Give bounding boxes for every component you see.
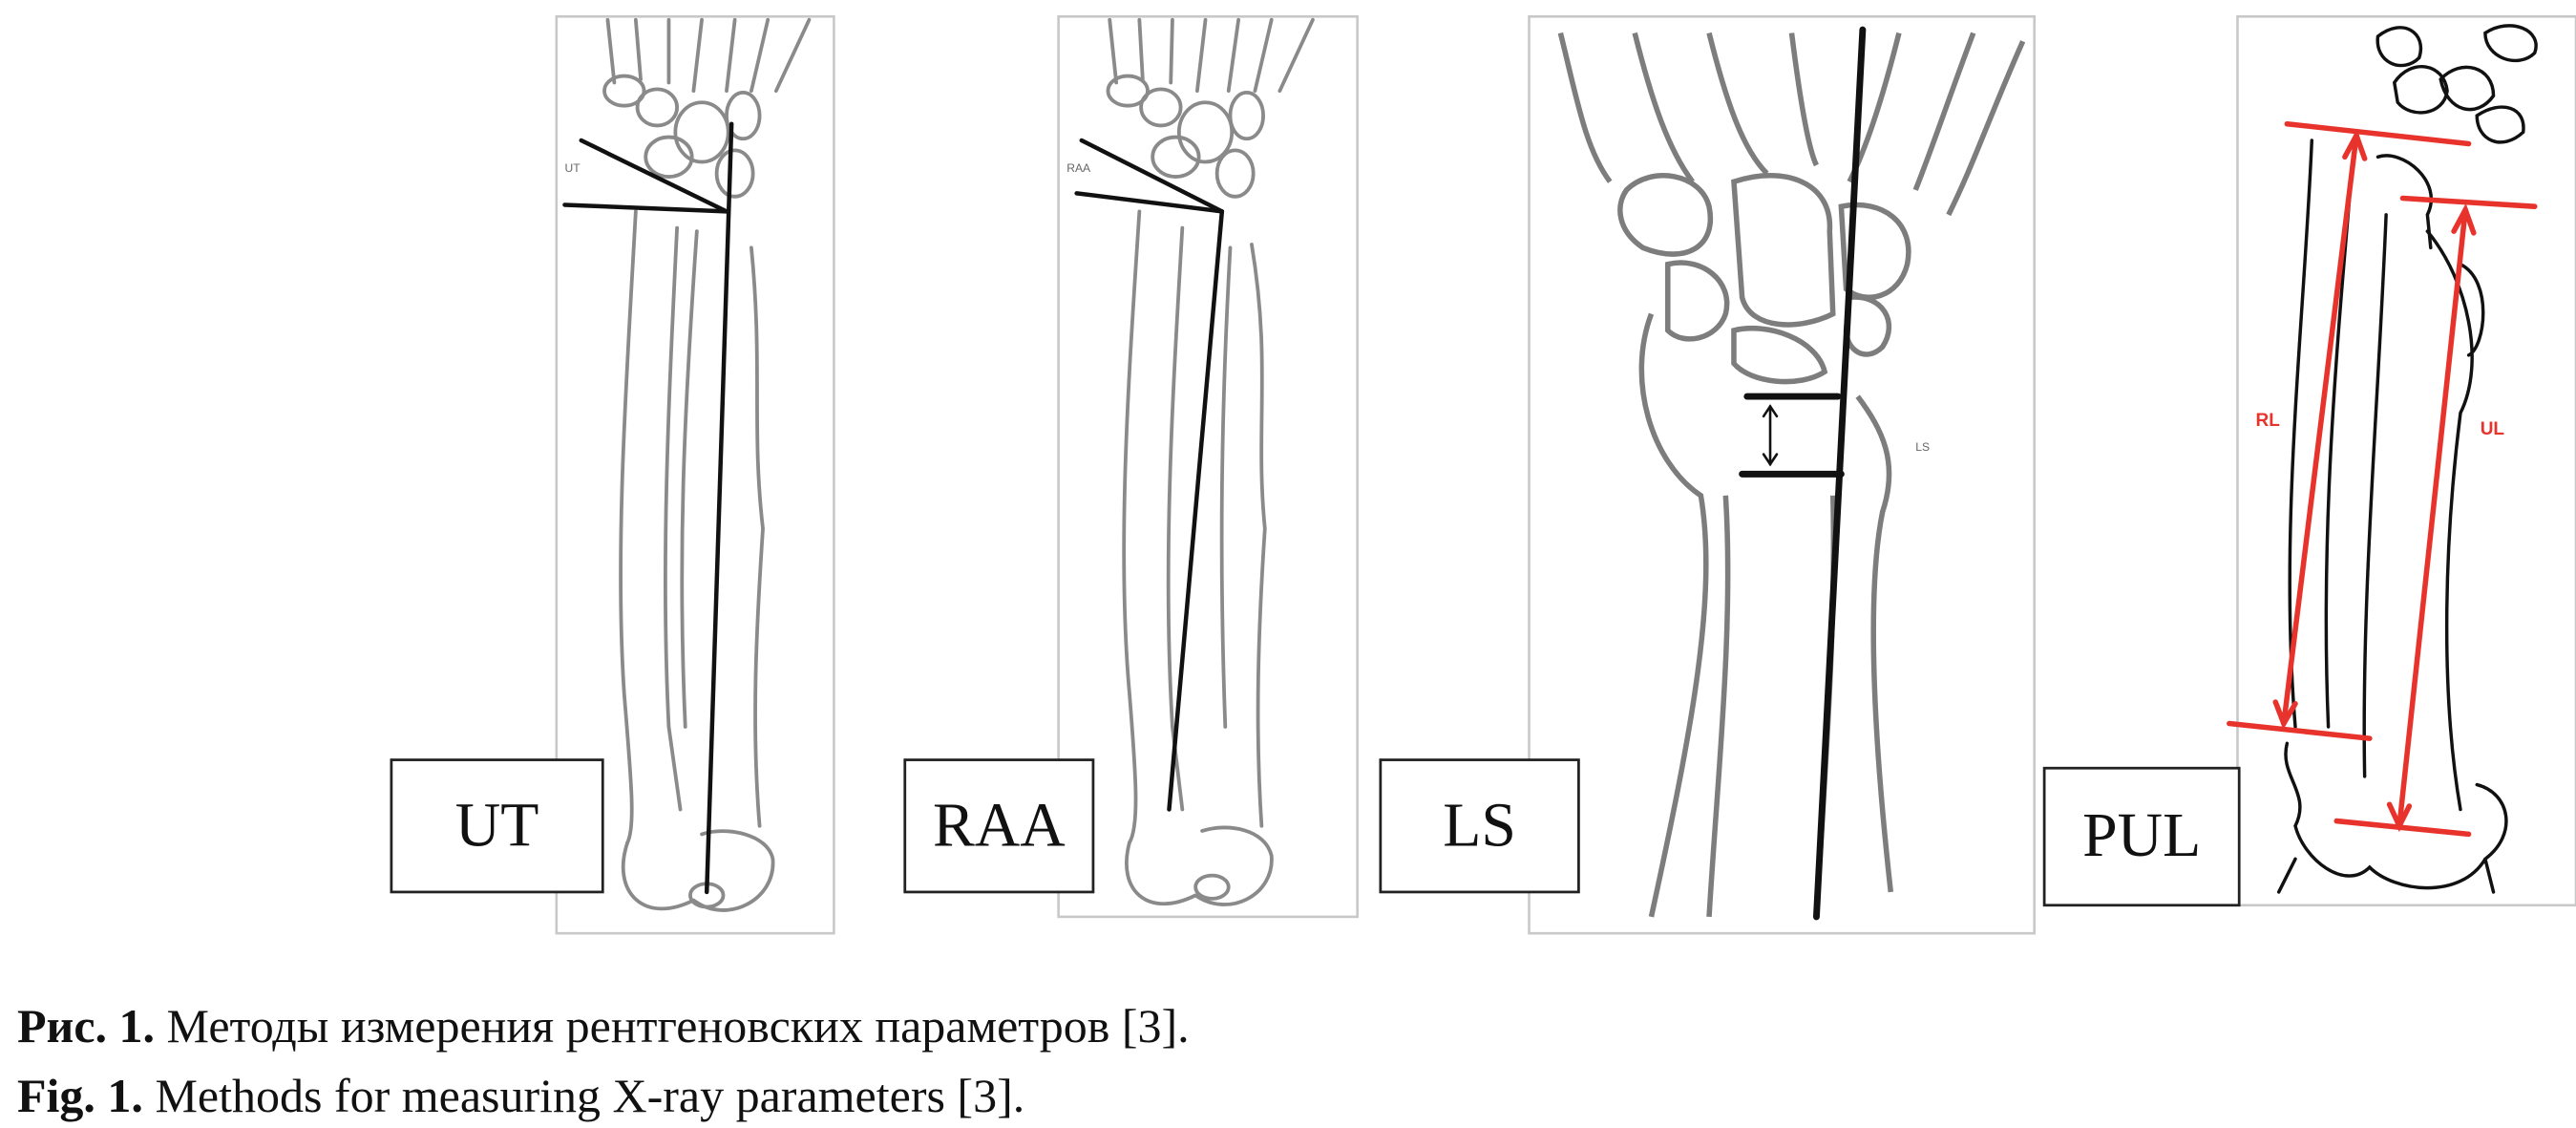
- panel-ut-label-box: [390, 758, 604, 894]
- ulnar-length-arrow-icon: [2386, 202, 2477, 833]
- raa-long-axis-line: [1167, 209, 1225, 812]
- panel-ut-inner-label: UT: [564, 161, 581, 175]
- panel-ls-label-box: [1379, 758, 1580, 894]
- panel-raa-inner-label: RAA: [1066, 161, 1091, 175]
- panel-raa-label-box: [903, 758, 1095, 894]
- ulnar-length-label: UL: [2481, 419, 2505, 439]
- ut-angle-line: [579, 138, 729, 214]
- caption-en: Fig. 1. Methods for measuring X-ray para…: [17, 1068, 1024, 1123]
- panel-pul-label-box: [2042, 766, 2241, 907]
- caption-ru-text: Методы измерения рентгеновских параметро…: [155, 999, 1190, 1053]
- raa-perpendicular-line: [1074, 191, 1225, 214]
- caption-en-text: Methods for measuring X-ray parameters […: [142, 1069, 1025, 1122]
- pul-ulna-distal-line: [2399, 195, 2538, 209]
- panel-pul: RL UL PUL: [2042, 14, 2576, 907]
- panel-ut: UT UT: [390, 14, 835, 935]
- raa-angle-line: [1079, 138, 1225, 214]
- panel-ls: LS LS: [1379, 14, 2037, 935]
- panel-pul-label: PUL: [2082, 800, 2201, 870]
- forearm-drawing-ut: [602, 17, 812, 912]
- ls-double-arrow-icon: [1762, 404, 1779, 467]
- pul-radius-distal-line: [2284, 120, 2472, 147]
- radial-length-arrow-icon: [2272, 129, 2368, 730]
- forearm-drawing-raa: [1106, 17, 1315, 906]
- caption-en-prefix: Fig. 1.: [17, 1069, 143, 1122]
- panel-raa: RAA RAA: [903, 14, 1359, 919]
- panel-raa-label: RAA: [933, 791, 1066, 861]
- panel-raa-frame: [1057, 14, 1359, 919]
- panel-ls-inner-label: LS: [1915, 440, 1930, 454]
- caption-ru: Рис. 1. Методы измерения рентгеновских п…: [17, 998, 1190, 1054]
- panel-ut-label: UT: [455, 791, 539, 861]
- panel-ls-label: LS: [1443, 791, 1516, 861]
- caption-ru-prefix: Рис. 1.: [17, 999, 156, 1053]
- figure-panels: UT UT RAA RAA: [390, 14, 2576, 935]
- forearm-drawing-pul: [2276, 24, 2538, 894]
- ut-perpendicular-line: [562, 202, 729, 214]
- ut-long-axis-line: [704, 121, 734, 895]
- pul-radius-proximal-line: [2227, 720, 2373, 741]
- pul-ulna-proximal-line: [2333, 818, 2472, 838]
- radial-length-label: RL: [2255, 411, 2280, 431]
